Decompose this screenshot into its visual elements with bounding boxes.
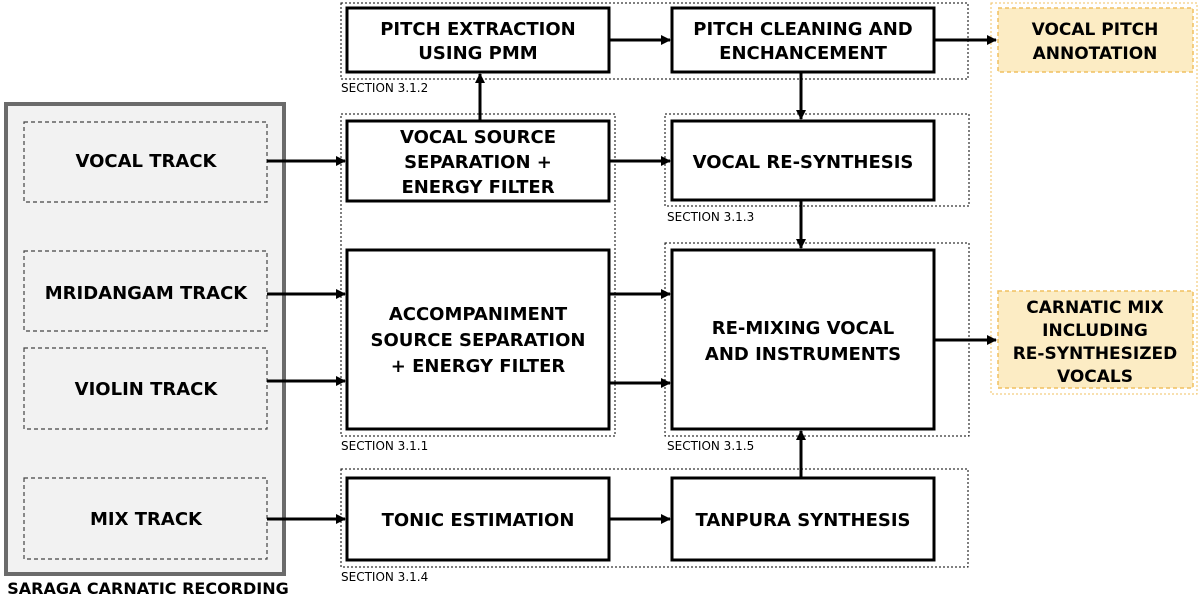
vocal-resynthesis-box: VOCAL RE-SYNTHESIS: [670, 119, 936, 202]
vocal-pitch-output-box: VOCAL PITCH ANNOTATION: [997, 7, 1194, 73]
section-311-label: SECTION 3.1.1: [341, 439, 428, 453]
vocal-resynthesis-line1: VOCAL RE-SYNTHESIS: [693, 152, 914, 173]
carnatic-mix-line2: INCLUDING: [1042, 321, 1148, 341]
remixing-line1: RE-MIXING VOCAL: [712, 318, 894, 339]
section-311-outline: [340, 113, 616, 437]
pitch-cleaning-line2: ENCHANCEMENT: [719, 43, 887, 64]
pitch-extraction-box: PITCH EXTRACTION USING PMM: [345, 6, 611, 74]
violin-track-box: VIOLIN TRACK: [23, 347, 268, 430]
tanpura-synthesis-box: TANPURA SYNTHESIS: [670, 476, 936, 562]
mridangam-track-label: MRIDANGAM TRACK: [45, 283, 249, 304]
vocal-track-label: VOCAL TRACK: [75, 151, 217, 172]
mix-track-box: MIX TRACK: [23, 477, 268, 560]
carnatic-mix-line1: CARNATIC MIX: [1026, 298, 1163, 318]
carnatic-mix-output-box: CARNATIC MIX INCLUDING RE-SYNTHESIZED VO…: [997, 290, 1194, 389]
remixing-line2: AND INSTRUMENTS: [705, 344, 901, 365]
pitch-extraction-line1: PITCH EXTRACTION: [380, 19, 576, 40]
remixing-box: RE-MIXING VOCAL AND INSTRUMENTS: [670, 248, 936, 431]
vocal-pitch-line1: VOCAL PITCH: [1032, 20, 1159, 40]
pitch-cleaning-line1: PITCH CLEANING AND: [693, 19, 912, 40]
section-312-label: SECTION 3.1.2: [341, 81, 428, 95]
vocal-separation-line1: VOCAL SOURCE: [400, 127, 556, 148]
section-313-label: SECTION 3.1.3: [667, 210, 754, 224]
mridangam-track-box: MRIDANGAM TRACK: [23, 250, 268, 332]
section-315-label: SECTION 3.1.5: [667, 439, 754, 453]
vocal-separation-line2: SEPARATION +: [404, 152, 552, 173]
vocal-separation-box: VOCAL SOURCE SEPARATION + ENERGY FILTER: [345, 119, 611, 203]
vocal-pitch-line2: ANNOTATION: [1033, 44, 1158, 64]
accompaniment-line3: + ENERGY FILTER: [391, 356, 566, 377]
vocal-track-box: VOCAL TRACK: [23, 121, 268, 203]
accompaniment-line1: ACCOMPANIMENT: [389, 304, 568, 325]
accompaniment-separation-box: ACCOMPANIMENT SOURCE SEPARATION + ENERGY…: [345, 248, 611, 431]
output-container: [990, 2, 1198, 395]
mix-track-label: MIX TRACK: [90, 509, 203, 530]
carnatic-mix-line4: VOCALS: [1057, 367, 1133, 387]
carnatic-mix-line3: RE-SYNTHESIZED: [1013, 344, 1178, 364]
tonic-estimation-box: TONIC ESTIMATION: [345, 476, 611, 562]
recording-label: SARAGA CARNATIC RECORDING: [7, 579, 289, 598]
section-314-label: SECTION 3.1.4: [341, 570, 428, 584]
violin-track-label: VIOLIN TRACK: [75, 379, 219, 400]
pitch-cleaning-box: PITCH CLEANING AND ENCHANCEMENT: [670, 6, 936, 74]
tanpura-synthesis-line1: TANPURA SYNTHESIS: [695, 510, 910, 531]
tonic-estimation-line1: TONIC ESTIMATION: [382, 510, 575, 531]
accompaniment-line2: SOURCE SEPARATION: [371, 330, 586, 351]
vocal-separation-line3: ENERGY FILTER: [401, 177, 554, 198]
pitch-extraction-line2: USING PMM: [418, 43, 537, 64]
connector-arrows: [267, 35, 997, 524]
